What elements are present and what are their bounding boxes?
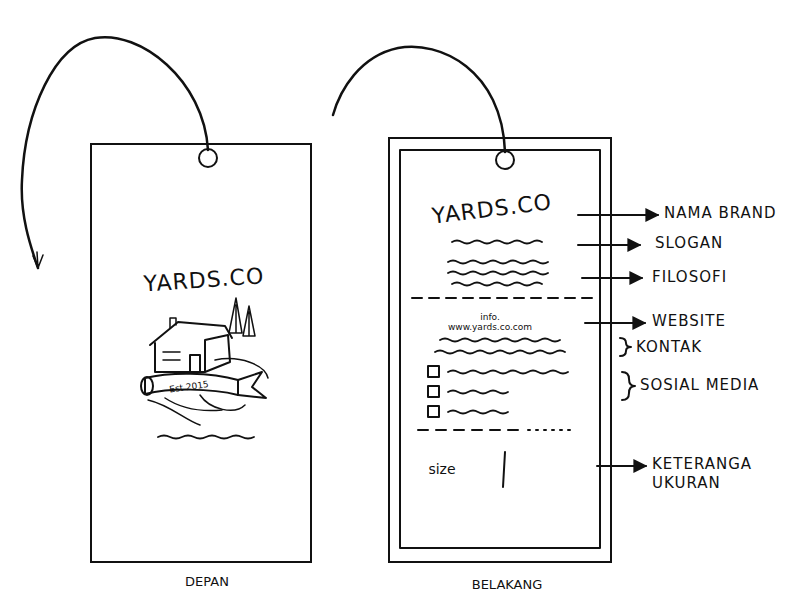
scribble-line — [448, 261, 548, 264]
dotted-divider — [528, 429, 572, 431]
brand-name: YARDS.CO — [143, 263, 265, 297]
banner — [145, 374, 238, 395]
scribble-line — [448, 411, 508, 414]
tag-string — [22, 37, 208, 268]
back-tag: YARDS.COinfo. www.yards.co.comsizeBELAKA… — [388, 137, 612, 563]
scribble-line — [452, 283, 542, 286]
annotation-label: KETERANGA UKURAN — [652, 455, 774, 493]
leader-arrow — [597, 465, 646, 467]
hill — [148, 398, 222, 425]
tag-hole — [199, 149, 217, 167]
leader-arrow — [585, 322, 645, 324]
annotation-label: SOSIAL MEDIA — [640, 376, 759, 395]
tag-text: BELAKANG — [472, 578, 543, 593]
house-detail — [163, 318, 180, 360]
tag-text: DEPAN — [185, 575, 229, 590]
dashed-divider — [412, 297, 592, 299]
scribble-line — [452, 241, 542, 244]
front-tag: YARDS.COEst 2015DEPAN — [90, 143, 312, 563]
house-roof — [150, 322, 232, 345]
tag-text: info. www.yards.co.com — [440, 312, 540, 333]
scribble-line — [435, 351, 565, 354]
house-wall — [155, 335, 230, 372]
leader-arrow — [578, 244, 640, 246]
brace — [622, 372, 635, 400]
annotation-label: NAMA BRAND — [664, 204, 777, 223]
scribble-line — [158, 436, 254, 439]
annotation-label: WEBSITE — [652, 312, 726, 331]
scribble-line — [448, 391, 508, 394]
scribble-line — [448, 272, 548, 275]
tag-hole — [496, 151, 514, 169]
house-door — [190, 355, 200, 372]
string-fray — [33, 252, 43, 268]
annotation-label: FILOSOFI — [652, 268, 727, 287]
swoosh — [200, 359, 268, 411]
brand-name: YARDS.CO — [431, 189, 554, 229]
banner-curl — [141, 377, 153, 395]
leader-arrow — [582, 277, 642, 279]
annotation-label: KONTAK — [636, 338, 702, 357]
inner-border — [400, 150, 600, 548]
brace — [620, 338, 631, 356]
tree — [229, 298, 255, 336]
size-mark — [503, 452, 505, 487]
scribble-line — [440, 339, 560, 342]
annotation-label: SLOGAN — [655, 234, 723, 253]
dashed-divider — [418, 429, 520, 431]
checkbox — [428, 406, 439, 417]
scribble-line — [448, 371, 568, 374]
banner-tail — [238, 372, 266, 398]
checkbox — [428, 366, 439, 377]
tag-text: Est 2015 — [169, 379, 210, 395]
checkbox — [428, 386, 439, 397]
leader-arrow — [578, 214, 658, 216]
tag-text: size — [428, 461, 455, 477]
